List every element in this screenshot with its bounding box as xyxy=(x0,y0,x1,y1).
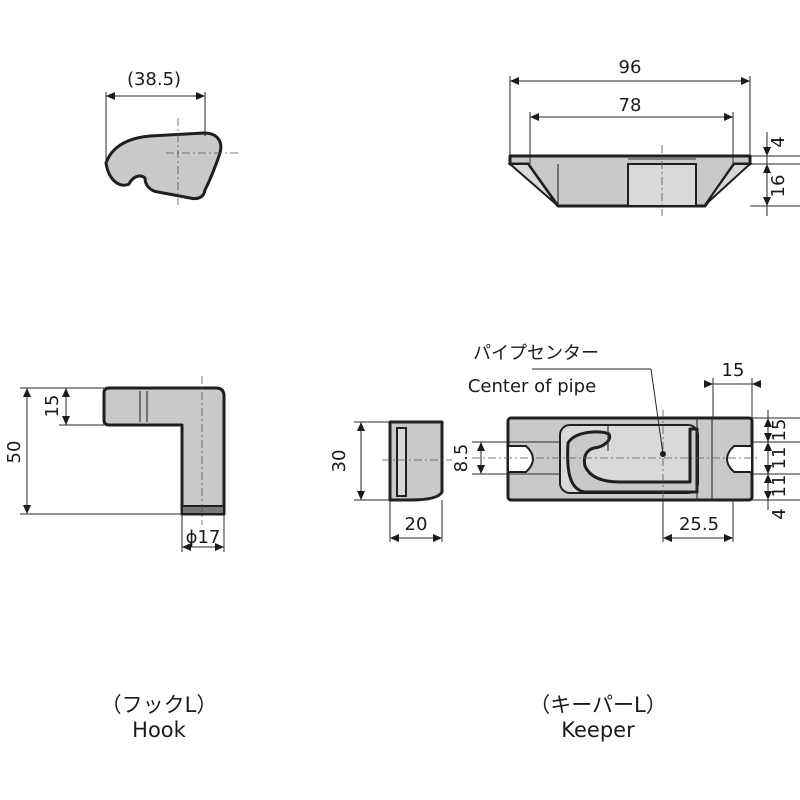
hook-side-body xyxy=(102,386,226,516)
keeper-right-slot-arrow-right xyxy=(752,380,761,388)
keeper-overall-arrow-right xyxy=(741,77,750,85)
hook-caption-jp: （フックL） xyxy=(101,693,218,717)
keeper-right-notch xyxy=(726,445,753,473)
pipe-center-label-en: Center of pipe xyxy=(468,376,596,397)
keeper-right-stack-arrow-474a xyxy=(764,465,772,474)
keeper-overall-arrow-left xyxy=(510,77,519,85)
hook-caption-en: Hook xyxy=(132,718,186,742)
keeper-side-view: 30 20 xyxy=(329,420,452,542)
keeper-left-notch xyxy=(507,445,534,473)
keeper-right-dimension-11-top: 11 xyxy=(769,447,790,470)
keeper-right-stack-arrow-500 xyxy=(764,491,772,500)
keeper-caption-jp: （キーパーL） xyxy=(529,693,667,717)
hook-side-view: 50 15 ϕ17 xyxy=(4,376,226,552)
keeper-right-dimension-11-bottom: 11 xyxy=(769,475,790,498)
keeper-slot-arrow-bottom xyxy=(477,465,485,474)
keeper-top-view: 8.5 25.5 15 15 11 11 4 パイプセンター Center of… xyxy=(451,343,800,542)
keeper-height-arrow-bottom xyxy=(763,197,771,206)
pipe-center-label-jp: パイプセンター xyxy=(473,343,599,364)
keeper-hook-cavity xyxy=(566,427,699,494)
keeper-right-dimension-4: 4 xyxy=(769,508,790,519)
pipe-center-point xyxy=(660,451,666,457)
hook-head-arrow-bottom xyxy=(62,416,70,425)
keeper-right-dimension-15: 15 xyxy=(769,419,790,442)
keeper-overall-width-label: 96 xyxy=(619,57,642,78)
hook-top-view: (38.5) xyxy=(104,69,240,205)
keeper-side-width-arrow-right xyxy=(433,534,442,542)
hook-foot-band xyxy=(181,505,225,515)
hook-diameter-label: ϕ17 xyxy=(186,527,221,548)
keeper-center-offset-label: 25.5 xyxy=(679,514,719,535)
hook-diameter-arrow-left xyxy=(182,543,191,551)
keeper-slot-arrow-top xyxy=(477,442,485,451)
keeper-center-offset-arrow-left xyxy=(663,534,672,542)
hook-width-arrow-left xyxy=(106,92,115,100)
hook-top-width-label: (38.5) xyxy=(127,69,181,90)
keeper-side-width-arrow-left xyxy=(390,534,399,542)
keeper-front-view: 96 78 4 16 xyxy=(507,57,800,216)
hook-head-arrow-top xyxy=(62,388,70,397)
hook-head-label: 15 xyxy=(42,395,63,418)
hook-height-arrow-bottom xyxy=(23,505,31,514)
keeper-flange-arrow-bottom xyxy=(763,164,771,173)
keeper-height-label: 16 xyxy=(768,175,789,198)
keeper-right-stack-arrow-442a xyxy=(764,433,772,442)
hook-top-body xyxy=(104,131,223,201)
hook-height-arrow-top xyxy=(23,388,31,397)
keeper-inner-arrow-right xyxy=(724,113,733,121)
keeper-side-arrow-bottom xyxy=(357,491,365,500)
keeper-right-stack-arrow-418 xyxy=(764,418,772,427)
keeper-caption-en: Keeper xyxy=(561,718,635,742)
keeper-side-edge xyxy=(396,427,407,497)
hook-width-arrow-right xyxy=(196,92,205,100)
keeper-slot-label: 8.5 xyxy=(451,444,472,473)
hook-diameter-arrow-right xyxy=(215,543,224,551)
keeper-inner-width-label: 78 xyxy=(619,95,642,116)
keeper-center-offset-arrow-right xyxy=(724,534,733,542)
keeper-right-stack-arrow-442b xyxy=(764,442,772,451)
keeper-right-slot-arrow-left xyxy=(704,380,713,388)
pipe-center-leader-diagonal xyxy=(650,368,664,455)
keeper-inner-arrow-left xyxy=(530,113,539,121)
keeper-front-left-chamfer xyxy=(507,163,558,206)
keeper-side-width-label: 20 xyxy=(405,514,428,535)
keeper-flange-arrow-top xyxy=(763,147,771,156)
keeper-right-stack-arrow-474b xyxy=(764,474,772,483)
keeper-flange-label: 4 xyxy=(768,136,789,147)
keeper-side-height-label: 30 xyxy=(329,450,350,473)
hook-height-label: 50 xyxy=(4,441,25,464)
keeper-right-slot-label: 15 xyxy=(722,360,745,381)
keeper-front-right-chamfer xyxy=(704,163,753,206)
keeper-side-arrow-top xyxy=(357,422,365,431)
captions: （フックL） Hook （キーパーL） Keeper xyxy=(101,693,667,742)
